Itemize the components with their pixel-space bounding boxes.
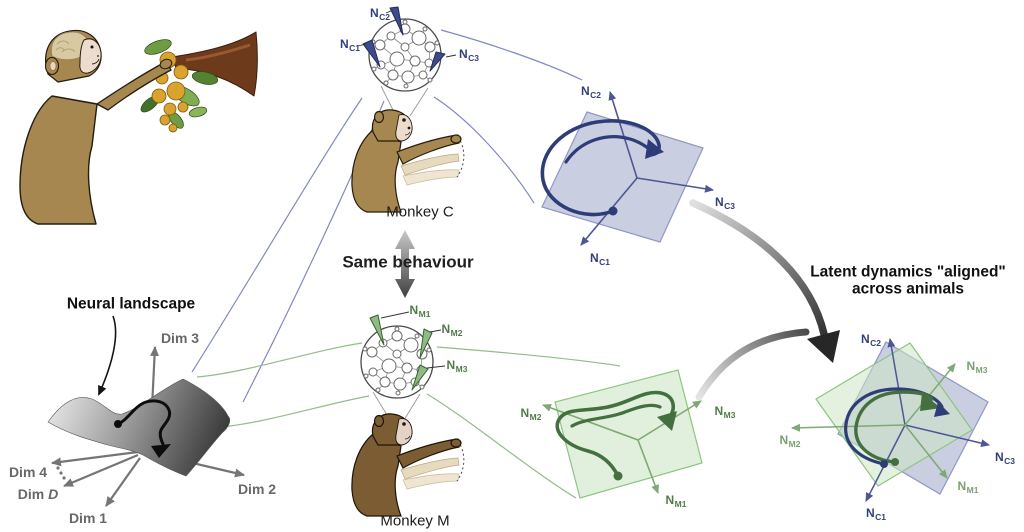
task-scene-monkey-reaching-fruit	[19, 29, 258, 225]
nc3-axis-label: NC3	[714, 195, 736, 211]
leaves	[140, 39, 219, 129]
dim3-label: Dim 3	[160, 330, 200, 346]
electrode-leader-lines-c	[357, 9, 457, 58]
dim-ellipsis-dots	[56, 466, 66, 480]
latent-dynamics-caption-line1: Latent dynamics "aligned"	[810, 263, 1006, 281]
brain-folds	[55, 40, 76, 53]
neural-circle-monkey-m	[360, 311, 446, 399]
manifold-trajectory-arrowhead	[151, 444, 171, 458]
nm2-axis-label: NM2	[520, 406, 542, 422]
latent-plane-monkey-c	[540, 91, 714, 246]
same-behaviour-arrow	[395, 230, 415, 298]
nc1-electrode-label: NC1	[339, 37, 361, 53]
electrode-leader-lines-m	[380, 311, 446, 369]
nm2-aligned-axis-label: NM2	[779, 433, 801, 449]
nc3-aligned-axis-label: NC3	[994, 450, 1016, 466]
nm3-electrode-label: NM3	[446, 358, 468, 374]
trajectory-m-aligned-arrowhead	[920, 393, 941, 411]
monkey-figure-task	[19, 29, 173, 225]
same-behaviour-label: Same behaviour	[342, 252, 474, 272]
nm1-aligned-axis-label: NM1	[957, 479, 979, 495]
manifold-trajectory	[116, 399, 172, 446]
nm1-electrode-label: NM1	[409, 303, 431, 319]
trajectory-c-arrowhead	[645, 139, 664, 159]
trajectory-c-start-dot	[608, 206, 618, 216]
trajectory-m	[555, 390, 676, 478]
dim2-label: Dim 2	[237, 481, 277, 497]
trajectory-m-aligned-dot	[891, 458, 899, 466]
neural-landscape-pointer-arrow	[98, 315, 117, 396]
monkey-m-figure	[351, 413, 465, 517]
neural-circle-monkey-c	[357, 6, 457, 92]
dim1-label: Dim 1	[68, 510, 108, 526]
alignment-arrowhead	[807, 330, 840, 363]
neural-landscape-label: Neural landscape	[66, 295, 196, 313]
nc2-aligned-axis-label: NC2	[860, 332, 882, 348]
nm3-axis-label: NM3	[714, 404, 736, 420]
neural-manifold	[47, 378, 231, 477]
nm2-electrode-label: NM2	[441, 322, 463, 338]
latent-plane-monkey-m	[542, 369, 703, 499]
nc2-electrode-label: NC2	[369, 6, 391, 22]
nc3-electrode-label: NC3	[458, 47, 480, 63]
electrode-icons-c	[362, 6, 446, 72]
monkey-c-figure: #fig .body{fill:#a5874f;} #fig .ghost{fi…	[351, 109, 465, 213]
trajectory-m-arrowhead	[657, 411, 677, 431]
trajectory-m-aligned	[854, 390, 934, 464]
monkey-m-label: Monkey M	[380, 512, 450, 530]
nm1-axis-label: NM1	[665, 493, 687, 509]
trajectory-c-aligned-arrowhead	[934, 402, 950, 417]
trajectory-m-start-dot	[613, 471, 623, 481]
monkey-c-label: Monkey C	[386, 203, 454, 221]
alignment-arrows	[689, 199, 840, 401]
branch	[171, 31, 258, 97]
latent-dynamics-caption-line2: across animals	[851, 280, 965, 298]
combined-latent-planes	[791, 338, 990, 502]
trajectory-c-aligned-dot	[880, 460, 888, 468]
nc1-axis-label: NC1	[589, 251, 611, 267]
electrode-icons-m	[369, 314, 433, 391]
nm3-aligned-axis-label: NM3	[966, 359, 988, 375]
nc2-axis-label: NC2	[580, 84, 602, 100]
nc1-aligned-axis-label: NC1	[865, 506, 887, 522]
dim4-label: Dim 4	[8, 464, 48, 480]
